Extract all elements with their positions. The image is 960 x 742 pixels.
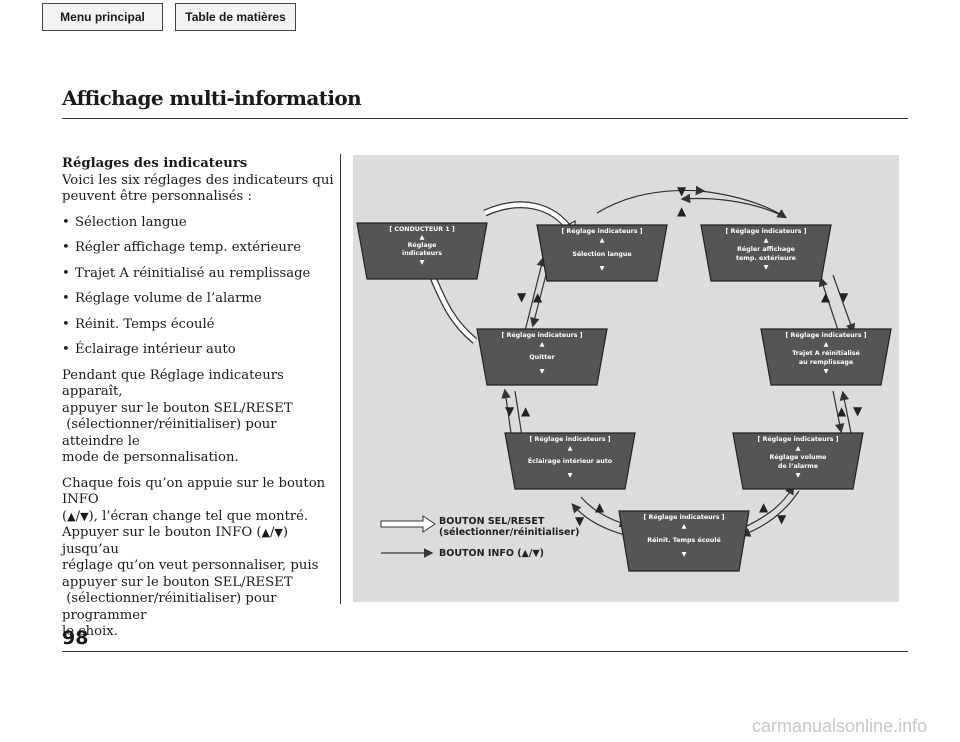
- svg-text:[ Réglage indicateurs ]: [ Réglage indicateurs ]: [785, 331, 866, 339]
- svg-text:Réglage: Réglage: [408, 241, 437, 249]
- table-of-contents-button[interactable]: Table de matières: [175, 3, 296, 31]
- page-title: Affichage multi-information: [62, 86, 362, 110]
- svg-text:▲: ▲: [521, 404, 531, 418]
- page-number: 98: [62, 627, 89, 649]
- title-divider: [62, 118, 908, 119]
- svg-text:▲: ▲: [837, 404, 847, 418]
- list-item: •Réglage volume de l’alarme: [62, 291, 262, 306]
- svg-text:indicateurs: indicateurs: [402, 250, 442, 257]
- svg-text:Réglage volume: Réglage volume: [770, 453, 827, 461]
- svg-text:(sélectionner/réinitialiser): (sélectionner/réinitialiser): [439, 527, 579, 538]
- svg-text:▼: ▼: [764, 264, 769, 271]
- svg-text:Éclairage intérieur auto: Éclairage intérieur auto: [528, 456, 613, 465]
- svg-text:[ Réglage indicateurs ]: [ Réglage indicateurs ]: [501, 331, 582, 339]
- screen-reinit-temps: [ Réglage indicateurs ] ▲ Réinit. Temps …: [618, 510, 750, 572]
- footer-divider: [62, 651, 908, 652]
- screen-regler-affichage: [ Réglage indicateurs ] ▲ Régler afficha…: [700, 224, 832, 282]
- paragraph-info: Chaque fois qu’on appuie sur le bouton I…: [62, 475, 326, 640]
- screen-conducteur: [ CONDUCTEUR 1 ] ▲ Réglage indicateurs ▼: [356, 222, 488, 280]
- settings-flow-diagram: ▼ ▲ ▲ ▼ ▲ ▼ ▲ ▼ ▼ ▲ ▼ ▲ ▼ ▲ [ CONDUCTEUR 1 ] ▲ …: [353, 155, 899, 602]
- section-heading: Réglages des indicateurs: [62, 156, 248, 171]
- svg-text:▼: ▼: [505, 404, 515, 418]
- svg-text:Trajet A réinitialisé: Trajet A réinitialisé: [792, 349, 860, 357]
- svg-text:[ CONDUCTEUR 1 ]: [ CONDUCTEUR 1 ]: [389, 226, 455, 233]
- svg-text:▼: ▼: [420, 259, 425, 266]
- svg-text:▼: ▼: [677, 184, 687, 198]
- svg-text:▼: ▼: [575, 514, 585, 528]
- svg-text:▲: ▲: [595, 500, 605, 514]
- screen-reglage-volume: [ Réglage indicateurs ] ▲ Réglage volume…: [732, 432, 864, 490]
- list-item: •Trajet A réinitialisé au remplissage: [62, 265, 311, 281]
- body-text: Réglages des indicateurs Voici les six r…: [62, 156, 336, 641]
- screen-eclairage: [ Réglage indicateurs ] ▲ Éclairage inté…: [504, 432, 636, 490]
- svg-text:[ Réglage indicateurs ]: [ Réglage indicateurs ]: [725, 227, 806, 235]
- svg-text:▲: ▲: [764, 237, 769, 244]
- svg-text:▼: ▼: [682, 551, 687, 558]
- list-item: •Sélection langue: [62, 214, 187, 230]
- svg-text:[ Réglage indicateurs ]: [ Réglage indicateurs ]: [757, 435, 838, 443]
- svg-text:▲: ▲: [677, 204, 687, 218]
- down-arrow-icon: ▼: [80, 509, 89, 523]
- screen-trajet-a: [ Réglage indicateurs ] ▲ Trajet A réini…: [760, 328, 892, 386]
- svg-text:BOUTON SEL/RESET: BOUTON SEL/RESET: [439, 516, 545, 527]
- svg-text:Quitter: Quitter: [529, 354, 555, 361]
- paragraph-sel-reset: Pendant que Réglage indicateurs apparaît…: [62, 367, 293, 466]
- watermark: carmanualsonline.info: [752, 716, 928, 736]
- svg-text:▲: ▲: [568, 445, 573, 452]
- svg-text:▲: ▲: [824, 341, 829, 348]
- list-item: •Éclairage intérieur auto: [62, 342, 236, 357]
- svg-text:Réinit. Temps écoulé: Réinit. Temps écoulé: [647, 536, 721, 544]
- up-arrow-icon: ▲: [261, 526, 270, 539]
- screen-selection-langue: [ Réglage indicateurs ] ▲ Sélection lang…: [536, 224, 668, 282]
- svg-text:[ Réglage indicateurs ]: [ Réglage indicateurs ]: [643, 513, 724, 521]
- svg-text:▲: ▲: [600, 237, 605, 244]
- column-divider: [340, 154, 341, 604]
- svg-text:Régler affichage: Régler affichage: [737, 245, 795, 253]
- svg-text:BOUTON INFO (▲/▼): BOUTON INFO (▲/▼): [439, 548, 544, 559]
- down-arrow-icon: ▼: [274, 526, 283, 539]
- svg-text:▼: ▼: [568, 472, 573, 479]
- intro-text: Voici les six réglages des indicateurs q…: [62, 172, 334, 205]
- list-item: •Régler affichage temp. extérieure: [62, 240, 302, 255]
- main-menu-button[interactable]: Menu principal: [42, 3, 163, 31]
- svg-text:▲: ▲: [796, 445, 801, 452]
- screen-quitter: [ Réglage indicateurs ] ▲ Quitter ▼: [476, 328, 608, 386]
- svg-text:▲: ▲: [420, 234, 425, 241]
- svg-text:▼: ▼: [600, 265, 605, 272]
- svg-text:[ Réglage indicateurs ]: [ Réglage indicateurs ]: [561, 227, 642, 235]
- svg-text:de l’alarme: de l’alarme: [778, 463, 818, 470]
- svg-text:▼: ▼: [540, 368, 545, 375]
- svg-text:au remplissage: au remplissage: [799, 359, 853, 366]
- svg-text:▲: ▲: [682, 523, 687, 530]
- up-arrow-icon: ▲: [67, 509, 76, 523]
- svg-text:Sélection langue: Sélection langue: [572, 250, 631, 258]
- svg-text:▼: ▼: [839, 290, 849, 304]
- svg-text:[ Réglage indicateurs ]: [ Réglage indicateurs ]: [529, 435, 610, 443]
- svg-text:▲: ▲: [821, 290, 831, 304]
- svg-text:▲: ▲: [533, 290, 543, 304]
- svg-text:▼: ▼: [853, 404, 863, 418]
- svg-text:▲: ▲: [759, 500, 769, 514]
- svg-text:temp. extérieure: temp. extérieure: [736, 254, 796, 262]
- svg-text:▼: ▼: [777, 512, 787, 526]
- svg-text:▼: ▼: [517, 290, 527, 304]
- info-triangle-icons: ▼ ▲ ▲ ▼ ▲ ▼ ▲ ▼ ▼ ▲ ▼ ▲ ▼ ▲: [505, 184, 863, 528]
- list-item: •Réinit. Temps écoulé: [62, 316, 215, 332]
- svg-text:▼: ▼: [796, 472, 801, 479]
- legend: BOUTON SEL/RESET (sélectionner/réinitial…: [380, 515, 579, 559]
- svg-text:▼: ▼: [824, 368, 829, 375]
- svg-text:▲: ▲: [540, 341, 545, 348]
